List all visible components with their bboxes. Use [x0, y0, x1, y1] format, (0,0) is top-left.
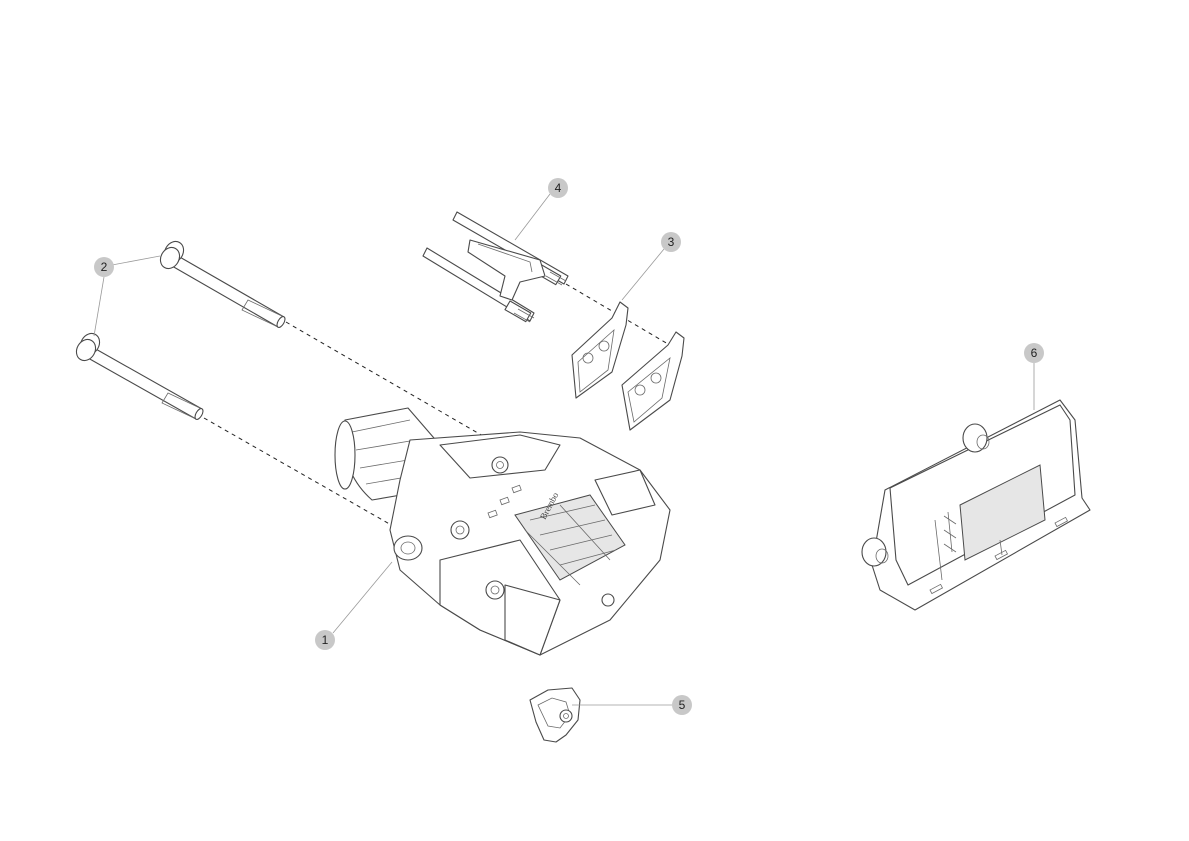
- leader-4: [514, 193, 551, 241]
- callout-circle-5: [672, 695, 692, 715]
- callout-6: 6: [1024, 343, 1044, 363]
- leader-1: [332, 561, 393, 634]
- bolt-lower: [75, 332, 204, 420]
- callout-label-6: 6: [1031, 346, 1038, 360]
- leader-3: [621, 248, 665, 301]
- callout-4: 4: [548, 178, 568, 198]
- caliper-cover-plate: [861, 399, 1091, 611]
- callout-circle-2: [94, 257, 114, 277]
- callout-5: 5: [672, 695, 692, 715]
- bolt-upper: [159, 240, 286, 328]
- pad-pins-and-spring: [422, 211, 569, 323]
- leader-2b: [93, 276, 105, 337]
- brake-pad-rear: [621, 331, 685, 431]
- callout-circle-4: [548, 178, 568, 198]
- callout-circle-3: [661, 232, 681, 252]
- callout-2: 2: [94, 257, 114, 277]
- callout-label-4: 4: [555, 181, 562, 195]
- callout-label-3: 3: [668, 235, 675, 249]
- leader-lines: [93, 193, 1035, 706]
- callout-label-2: 2: [101, 260, 108, 274]
- callout-label-1: 1: [322, 633, 329, 647]
- callout-circle-6: [1024, 343, 1044, 363]
- callout-1: 1: [315, 630, 335, 650]
- callout-3: 3: [661, 232, 681, 252]
- callout-circle-1: [315, 630, 335, 650]
- assembly-line-bolt-lower: [203, 417, 401, 531]
- callout-label-5: 5: [679, 698, 686, 712]
- retaining-clip: [529, 687, 581, 743]
- brake-caliper: Brembo: [334, 407, 671, 656]
- brake-pad-front: [571, 301, 629, 399]
- leader-2a: [111, 255, 161, 266]
